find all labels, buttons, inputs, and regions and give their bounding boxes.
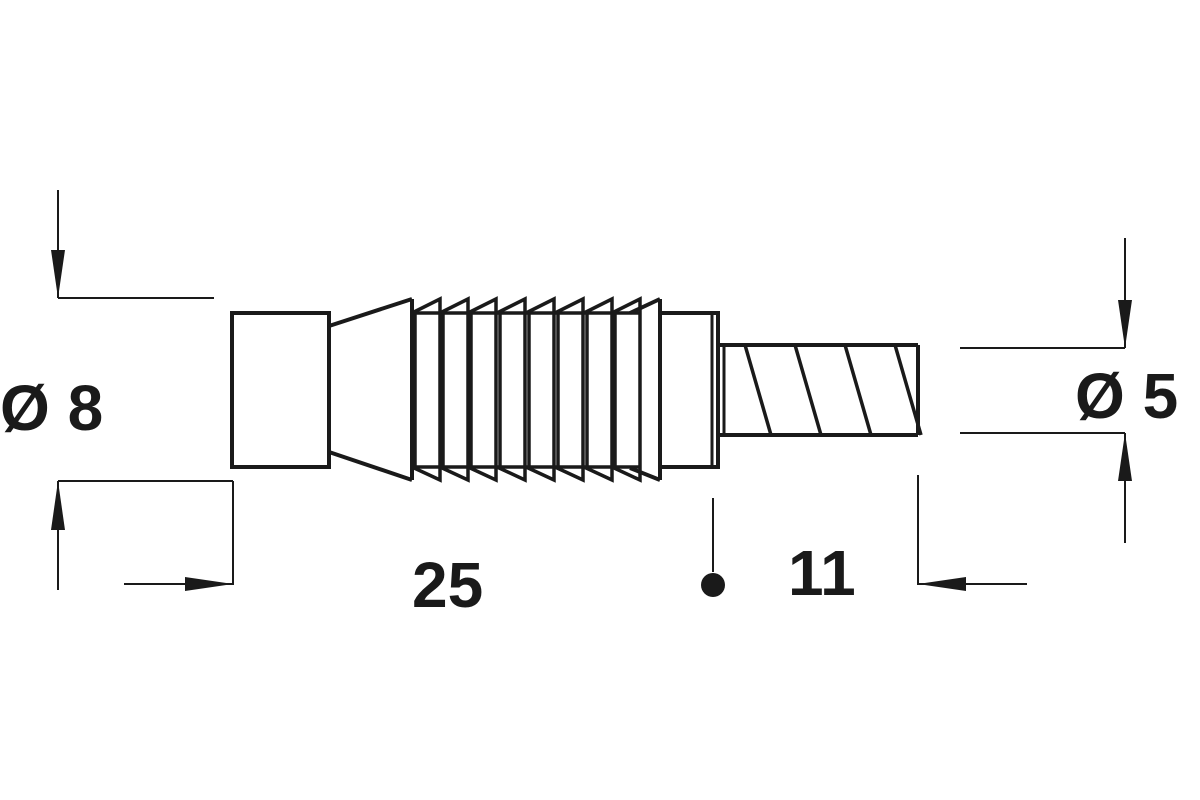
dowel-body — [230, 297, 414, 482]
thread-line — [743, 344, 773, 436]
dim-diameter-large: Ø 8 — [0, 190, 233, 590]
dowel-head — [230, 311, 331, 469]
arrow-right-icon — [185, 577, 233, 591]
dim-length-thread: 11 — [701, 475, 1027, 609]
dim-diameter-small: Ø 5 — [960, 238, 1178, 543]
thread-line — [893, 344, 923, 436]
screw-threads — [743, 344, 923, 436]
arrow-up-icon — [1118, 433, 1132, 481]
rib-segment — [525, 296, 556, 483]
length-total-label: 25 — [412, 549, 483, 621]
rib-segment — [411, 296, 442, 483]
dowel-collar-bottom — [328, 450, 413, 482]
length-thread-label: 11 — [788, 537, 856, 609]
dowel-screw — [718, 343, 920, 437]
arrow-down-icon — [1118, 300, 1132, 348]
dowel-neck — [629, 297, 720, 482]
dowel-ribs — [411, 296, 642, 483]
rib-segment — [467, 296, 498, 483]
rib-segment — [439, 296, 470, 483]
arrow-up-icon — [51, 481, 65, 530]
rib-segment — [554, 296, 585, 483]
dowel-collar-top — [328, 297, 413, 328]
diameter-small-label: Ø 5 — [1075, 360, 1178, 432]
rib-segment — [583, 296, 614, 483]
thread-line — [793, 344, 823, 436]
arrow-left-icon — [918, 577, 966, 591]
dim-length-total: 25 — [124, 481, 483, 621]
rib-segment — [496, 296, 527, 483]
dimension-dot-icon — [701, 573, 725, 597]
rib-segment — [611, 296, 642, 483]
arrow-down-icon — [51, 250, 65, 298]
diameter-large-label: Ø 8 — [0, 372, 103, 444]
thread-line — [843, 344, 873, 436]
